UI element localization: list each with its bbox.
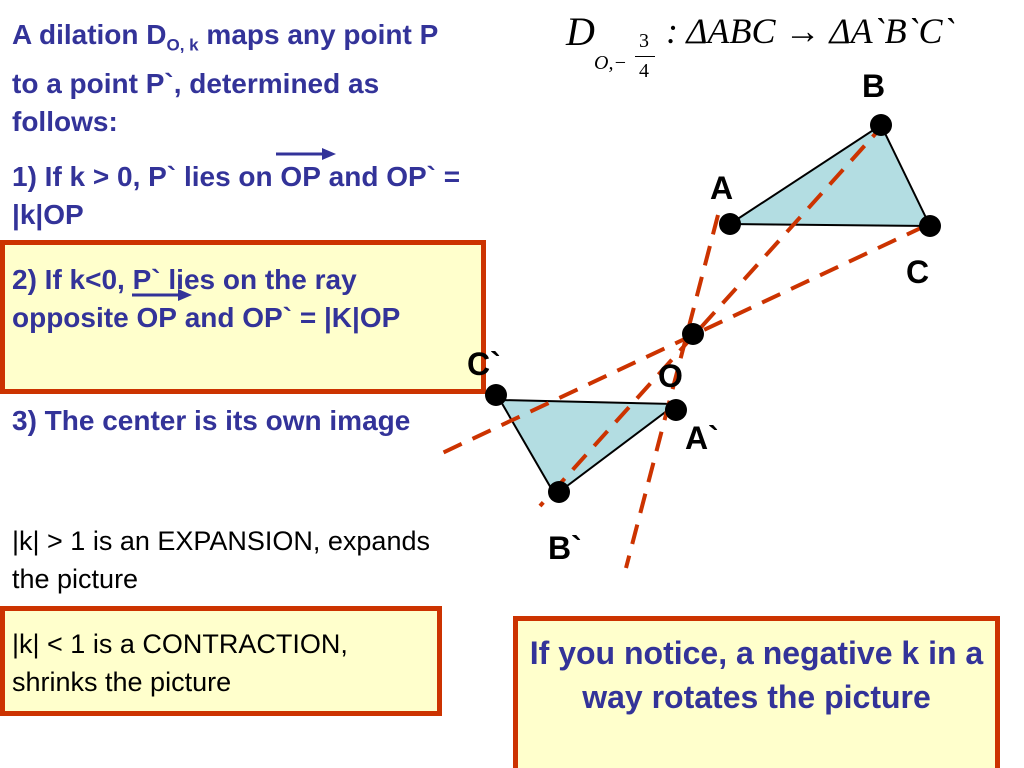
rule-2: 2) If k<0, P` lies on the ray opposite O… xyxy=(12,261,472,337)
dashed-line-a xyxy=(624,214,720,569)
label-c: C xyxy=(906,254,930,290)
formula-fraction-bar xyxy=(635,56,655,57)
vector-op-2: OP xyxy=(132,289,193,337)
intro-text: A dilation DO, k maps any point P to a p… xyxy=(12,16,442,141)
point-c xyxy=(919,215,941,237)
contraction-text: |k| < 1 is a CONTRACTION, shrinks the pi… xyxy=(12,629,348,697)
label-b: B xyxy=(862,68,886,104)
point-b-image xyxy=(548,481,570,503)
note-text: If you notice, a negative k in a way rot… xyxy=(529,635,984,715)
dilation-formula: D O,− 3 4 : ΔABC → ΔA`B`C` xyxy=(566,8,1024,88)
contraction-box: |k| < 1 is a CONTRACTION, shrinks the pi… xyxy=(0,606,442,716)
dashed-line-c xyxy=(437,224,926,457)
intro-prefix: A dilation D xyxy=(12,19,167,50)
triangle-abc xyxy=(726,123,932,228)
point-a-image xyxy=(665,399,687,421)
intro-subscript: O, k xyxy=(166,35,199,55)
expansion-text: |k| > 1 is an EXPANSION, expands the pic… xyxy=(12,526,430,594)
label-b-image: B` xyxy=(548,530,582,566)
label-o: O xyxy=(658,358,683,394)
formula-subscript: O,− xyxy=(594,52,627,74)
point-a xyxy=(719,213,741,235)
rule-1-pre: 1) If k > 0, P` lies on xyxy=(12,161,281,192)
formula-d: D xyxy=(566,9,595,54)
point-b xyxy=(870,114,892,136)
intro-suffix: maps any point P to a point P`, determin… xyxy=(12,19,438,137)
rule-1-post: and OP` = |k|OP xyxy=(12,161,461,230)
dashed-line-b xyxy=(538,120,888,508)
vector-arrow-icon xyxy=(132,289,193,301)
triangle-abc-image xyxy=(498,398,679,497)
rule-2-box: 2) If k<0, P` lies on the ray opposite O… xyxy=(0,240,486,394)
rule-2-pre: 2) If k<0, P` lies on the ray opposite xyxy=(12,264,357,333)
label-a-image: A` xyxy=(685,420,719,456)
formula-numerator: 3 xyxy=(639,30,649,52)
vector-op: OP xyxy=(276,148,337,196)
label-a: A xyxy=(710,170,734,206)
formula-denominator: 4 xyxy=(639,60,649,82)
vector-op-2-label: OP xyxy=(136,302,177,333)
note-box: If you notice, a negative k in a way rot… xyxy=(513,616,1000,768)
vector-op-label: OP xyxy=(280,161,321,192)
rule-3: 3) The center is its own image xyxy=(12,405,411,436)
point-o xyxy=(682,323,704,345)
formula-mapping: : ΔABC → ΔA`B`C` xyxy=(666,11,955,51)
rule-2-post: and OP` = |K|OP xyxy=(176,302,401,333)
rule-1: 1) If k > 0, P` lies on OP and OP` = |k|… xyxy=(12,148,482,234)
label-c-image: C` xyxy=(467,346,501,382)
point-c-image xyxy=(485,384,507,406)
vector-arrow-icon xyxy=(276,148,337,160)
